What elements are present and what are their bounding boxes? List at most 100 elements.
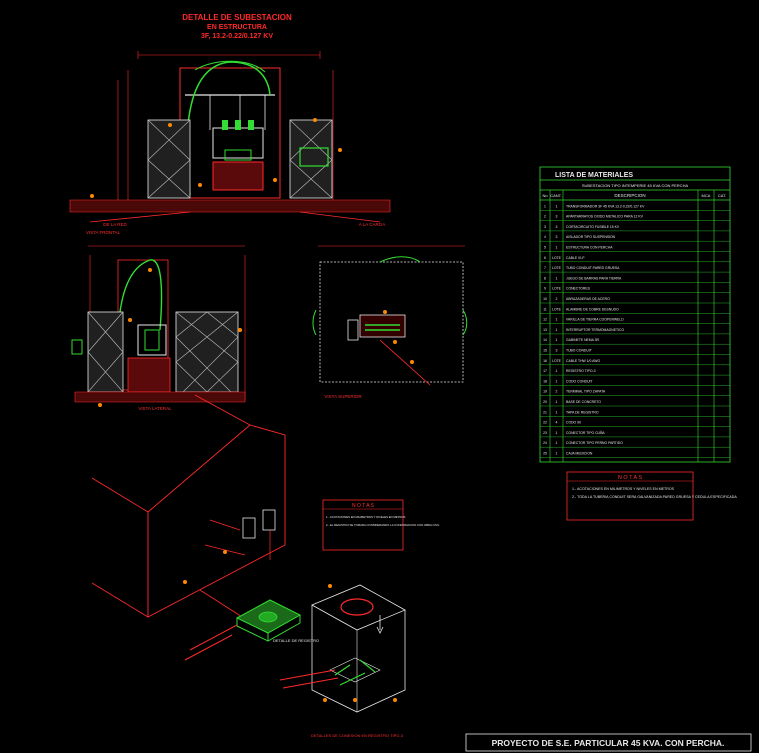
notes-iso: N O T A S 1.- ACOTACIONES EN MILIMETROS … xyxy=(322,499,440,551)
material-row-no: 3 xyxy=(544,225,546,229)
material-row-no: 19 xyxy=(543,390,547,394)
material-row-qty: 1 xyxy=(556,276,558,280)
side-view: VISTA LATERAL xyxy=(71,245,246,411)
material-row-no: 1 xyxy=(544,204,546,208)
material-row-no: 10 xyxy=(543,297,547,301)
material-row-desc: TUBO CONDUIT xyxy=(566,349,592,353)
material-row-no: 15 xyxy=(543,349,547,353)
material-row-qty: 1 xyxy=(556,379,558,383)
side-view-label: VISTA LATERAL xyxy=(138,406,172,411)
front-view: DE LA RED VISTA FRONTAL A LA CARGA xyxy=(69,51,391,235)
material-row-qty: LOTE xyxy=(552,266,562,270)
front-view-label: VISTA FRONTAL xyxy=(86,230,121,235)
material-row-desc: TERMINAL TIPO ZAPATA xyxy=(566,390,606,394)
isometric-view: DETALLE DE REGISTRO DETALLES DE CONEXION… xyxy=(91,394,406,738)
material-row-qty: LOTE xyxy=(552,307,562,311)
drawing-title: DETALLE DE SUBESTACION EN ESTRUCTURA 3F,… xyxy=(182,13,292,40)
col-qty: CANT. xyxy=(550,193,562,198)
material-row-qty: 3 xyxy=(556,215,558,219)
material-row-desc: TRANSFORMADOR 3F 45 KVA 13.2-0.22/0.127 … xyxy=(566,204,645,208)
material-row-desc: INTERRUPTOR TERMOMAGNETICO xyxy=(566,328,624,332)
top-view-label: VISTA SUPERIOR xyxy=(324,394,362,399)
material-row-no: 12 xyxy=(543,318,547,322)
material-row-no: 22 xyxy=(543,421,547,425)
material-row-desc: TUBO CONDUIT PARED GRUESA xyxy=(566,266,620,270)
material-row-desc: CABLE THW 1/0 AWG xyxy=(566,359,600,363)
title-line1: DETALLE DE SUBESTACION xyxy=(182,13,292,22)
material-row-desc: ALAMBRE DE COBRE DESNUDO xyxy=(566,307,619,311)
notes-right-title: N O T A S xyxy=(618,475,643,481)
material-row-desc: TAPA DE REGISTRO xyxy=(566,410,599,414)
materials-title: LISTA DE MATERIALES xyxy=(555,172,633,179)
material-row-desc: CONECTORES xyxy=(566,287,591,291)
material-row-no: 20 xyxy=(543,400,547,404)
material-row-qty: LOTE xyxy=(552,287,562,291)
material-row-qty: 3 xyxy=(556,235,558,239)
material-row-no: 9 xyxy=(544,287,546,291)
material-row-no: 5 xyxy=(544,246,546,250)
material-row-qty: 2 xyxy=(556,297,558,301)
to-network-label: DE LA RED xyxy=(103,222,127,227)
material-row-qty: 1 xyxy=(556,400,558,404)
material-row-no: 25 xyxy=(543,452,547,456)
material-row-desc: APARTARRAYOS OXIDO METALICO PARA 12 KV xyxy=(566,215,644,219)
material-row-qty: 1 xyxy=(556,410,558,414)
notes-right: N O T A S 1.- ACOTACIONES EN MILIMETROS … xyxy=(566,471,737,521)
notes-iso-item-2: 2.- EL REGISTRO SE TOMARA CONSIDERANDO L… xyxy=(326,523,440,527)
material-row-no: 7 xyxy=(544,266,546,270)
material-row-qty: 1 xyxy=(556,246,558,250)
top-view: VISTA SUPERIOR xyxy=(312,245,468,399)
material-row-desc: ABRAZADERAS DE ACERO xyxy=(566,297,610,301)
material-row-desc: REGISTRO TIPO-3 xyxy=(566,369,596,373)
col-description: DESCRIPCION xyxy=(614,193,645,198)
material-row-desc: CONECTOR TIPO PERNO PARTIDO xyxy=(566,441,623,445)
material-row-desc: AISLADOR TIPO SUSPENSION xyxy=(566,235,616,239)
material-row-qty: 1 xyxy=(556,441,558,445)
material-row-desc: CONECTOR TIPO CUÑA xyxy=(566,430,605,435)
material-row-desc: ESTRUCTURA CON PERCHA xyxy=(566,246,613,250)
material-row-no: 2 xyxy=(544,215,546,219)
material-row-qty: LOTE xyxy=(552,359,562,363)
material-row-no: 16 xyxy=(543,359,547,363)
material-row-desc: VARILLA DE TIERRA COOPERWELD xyxy=(566,318,624,322)
material-row-desc: JUEGO DE BARRAS PARA TIERRA xyxy=(566,276,622,280)
material-row-no: 8 xyxy=(544,276,546,280)
material-row-qty: 1 xyxy=(556,431,558,435)
footer: PROYECTO DE S.E. PARTICULAR 45 KVA. CON … xyxy=(465,733,752,752)
material-row-no: 11 xyxy=(543,307,547,311)
material-row-no: 23 xyxy=(543,431,547,435)
material-row-desc: CAJA MEDICION xyxy=(566,452,593,456)
material-row-no: 21 xyxy=(543,410,547,414)
col-no: No xyxy=(542,193,548,198)
title-line3: 3F, 13.2-0.22/0.127 KV xyxy=(201,33,273,40)
title-line2: EN ESTRUCTURA xyxy=(207,24,267,31)
material-row-desc: BASE DE CONCRETO xyxy=(566,400,601,404)
material-row-desc: CODO CONDUIT xyxy=(566,379,593,383)
material-row-qty: 1 xyxy=(556,369,558,373)
material-row-qty: 3 xyxy=(556,349,558,353)
to-load-label: A LA CARGA xyxy=(359,222,386,227)
material-row-qty: LOTE xyxy=(552,256,562,260)
material-row-qty: 1 xyxy=(556,452,558,456)
materials-subtitle: SUBESTACION TIPO INTEMPERIE 45 KVA CON P… xyxy=(582,183,689,188)
connection-detail-label: DETALLES DE CONEXION EN REGISTRO TIPO-3 xyxy=(311,733,404,738)
material-row-desc: CORTACIRCUITO FUSIBLE 15 KV xyxy=(566,225,620,229)
notes-iso-title: N O T A S xyxy=(352,503,375,509)
notes-right-item-1: 1.- ACOTACIONES EN MILIMETROS Y NIVELES … xyxy=(572,487,675,491)
material-row-no: 17 xyxy=(543,369,547,373)
material-row-no: 4 xyxy=(544,235,546,239)
material-row-qty: 1 xyxy=(556,318,558,322)
material-row-qty: 4 xyxy=(556,421,558,425)
material-row-qty: 1 xyxy=(556,204,558,208)
material-row-no: 18 xyxy=(543,379,547,383)
notes-right-item-2: 2.- TODA LA TUBERIA CONDUIT SERA GALVANI… xyxy=(572,495,737,499)
material-row-qty: 3 xyxy=(556,225,558,229)
notes-iso-item-1: 1.- ACOTACIONES EN MILIMETROS Y NIVELES … xyxy=(326,515,406,519)
material-row-no: 24 xyxy=(543,441,547,445)
material-row-no: 6 xyxy=(544,256,546,260)
material-row-desc: CABLE XLP xyxy=(566,256,585,260)
col-brand: MCA xyxy=(702,193,711,198)
col-catalog: CAT. xyxy=(718,193,726,198)
material-row-no: 14 xyxy=(543,338,547,342)
